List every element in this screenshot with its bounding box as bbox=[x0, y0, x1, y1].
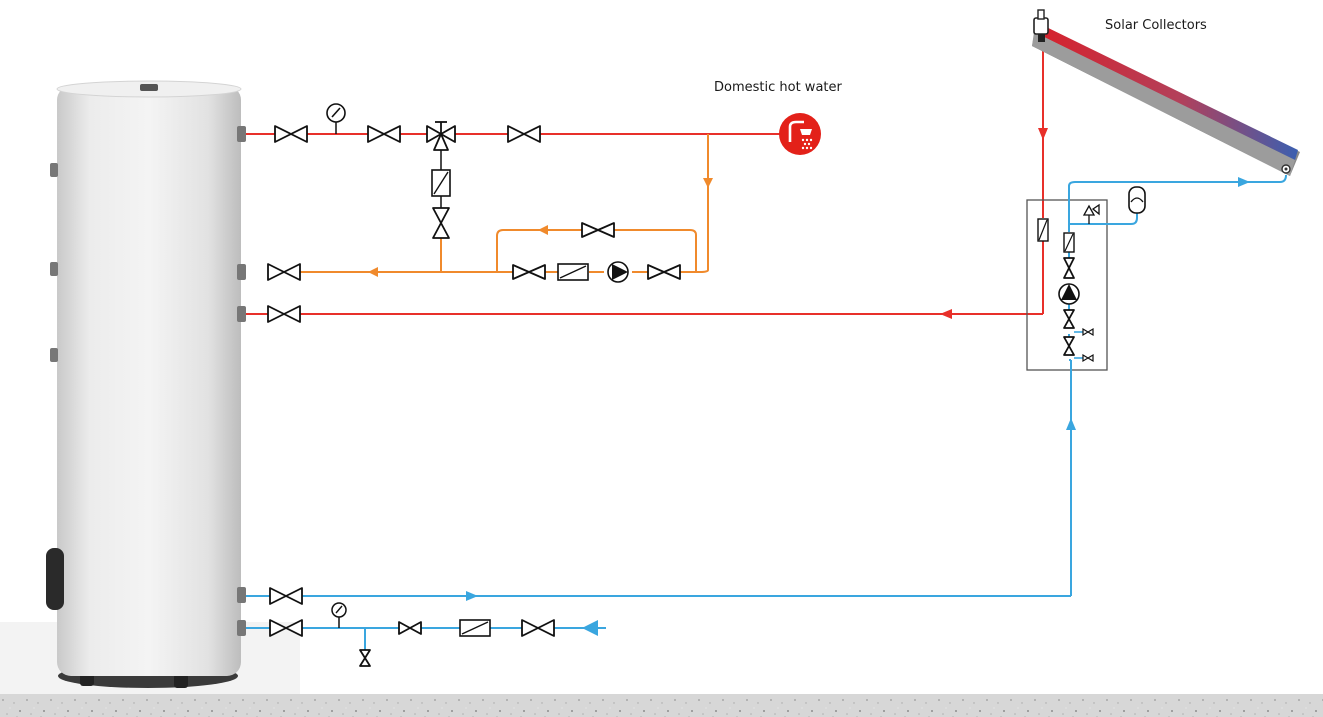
flow-arrow-icon bbox=[1238, 177, 1250, 187]
flow-arrow-icon bbox=[1066, 418, 1076, 430]
air-vent-icon bbox=[1033, 9, 1049, 42]
valve-icon bbox=[1063, 309, 1075, 329]
recirculation-line bbox=[300, 134, 709, 273]
valve-icon bbox=[267, 305, 301, 323]
valve-icon bbox=[267, 263, 301, 281]
solar-flow-line bbox=[246, 174, 1287, 597]
valve-icon bbox=[274, 125, 308, 143]
pump-icon bbox=[607, 261, 629, 283]
flow-arrow-icon bbox=[466, 591, 478, 601]
shower-icon bbox=[779, 113, 821, 155]
safety-valve-icon bbox=[1082, 203, 1100, 224]
solar-station-box bbox=[1026, 199, 1108, 371]
storage-tank bbox=[46, 80, 246, 688]
drain-valve-icon bbox=[1082, 353, 1094, 363]
domestic-hot-water-label: Domestic hot water bbox=[714, 80, 842, 95]
expansion-vessel-icon bbox=[1128, 186, 1146, 214]
solar-collector-panel bbox=[1032, 22, 1300, 176]
valve-icon bbox=[507, 125, 541, 143]
flow-arrow-icon bbox=[1038, 128, 1048, 140]
solar-return-line bbox=[246, 44, 1044, 315]
valve-icon bbox=[367, 125, 401, 143]
drain-valve-icon bbox=[359, 649, 371, 667]
valve-icon bbox=[647, 264, 681, 280]
mixing-bypass bbox=[431, 148, 451, 272]
flow-arrow-icon bbox=[940, 309, 952, 319]
valve-icon bbox=[521, 619, 555, 637]
tank-inspection-flange bbox=[46, 548, 64, 610]
valve-icon bbox=[398, 621, 422, 635]
valve-icon bbox=[269, 587, 303, 605]
valve-icon bbox=[581, 222, 615, 238]
valve-icon bbox=[432, 207, 450, 239]
three-way-valve-icon bbox=[426, 121, 456, 151]
valve-icon bbox=[269, 619, 303, 637]
valve-icon bbox=[1063, 336, 1075, 356]
valve-icon bbox=[1063, 257, 1075, 279]
flow-arrow-icon bbox=[368, 178, 713, 277]
pump-icon bbox=[1058, 283, 1080, 305]
flow-arrow-icon bbox=[582, 620, 598, 636]
solar-collectors-label: Solar Collectors bbox=[1105, 18, 1207, 33]
valve-icon bbox=[512, 264, 546, 280]
drain-valve-icon bbox=[1082, 327, 1094, 337]
